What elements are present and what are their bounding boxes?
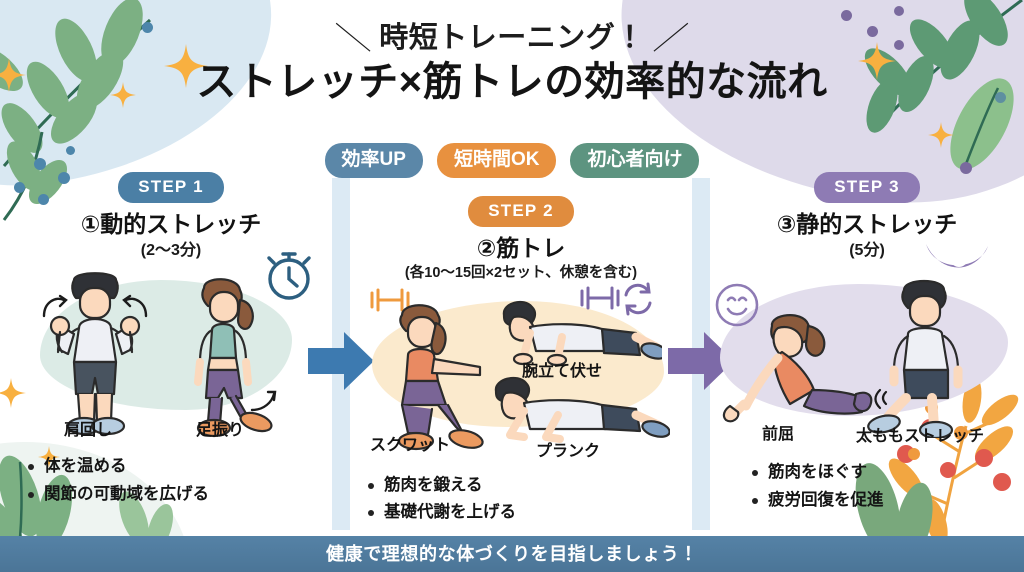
step-badge-1: STEP 1 — [118, 172, 224, 203]
figure-pushup — [502, 300, 662, 366]
step-badge-3: STEP 3 — [814, 172, 920, 203]
figure-squat — [397, 303, 484, 450]
exercise-caption-leg-swing: 足振り — [196, 422, 245, 440]
list-item: 疲労回復を促進 — [752, 490, 1024, 512]
step-bullets-1: 体を温める 関節の可動域を広げる — [10, 456, 332, 506]
step-bullets-2: 筋肉を鍛える 基礎代謝を上げる — [350, 475, 548, 525]
kicker-text: 時短トレーニング！ — [379, 22, 645, 55]
exercise-caption-pushup: 腕立て伏せ — [522, 362, 603, 380]
exercise-caption-plank: プランク — [536, 442, 601, 460]
exercise-caption-forward-fold: 前屈 — [762, 426, 795, 444]
step-title-3: ③静的ストレッチ — [776, 210, 958, 237]
exercise-caption-quad-stretch: 太ももストレッチ — [856, 428, 985, 446]
list-item: 基礎代謝を上げる — [368, 502, 548, 524]
step-bullets-3: 筋肉をほぐす 疲労回復を促進 — [710, 462, 1024, 512]
pill-efficiency: 効率UP — [324, 143, 423, 178]
pill-beginner: 初心者向け — [570, 143, 700, 178]
step-subtitle-2: (各10〜15回×2セット、休憩を含む) — [404, 265, 638, 282]
slash-left: ＼ — [333, 21, 373, 56]
step-title-1: ①動的ストレッチ — [80, 210, 262, 237]
smiley-icon — [715, 284, 759, 327]
step-illustration-2: 腕立て伏せ スクワット プランク — [350, 282, 692, 460]
figure-quad-stretch — [867, 280, 963, 439]
arrow-step1-to-step2 — [308, 332, 374, 390]
header: ＼ 時短トレーニング！ ／ ストレッチ×筋トレの効率的な流れ — [0, 21, 1024, 105]
figure-leg-swing — [194, 278, 277, 438]
pill-short-time: 短時間OK — [436, 143, 557, 178]
decor-dot-purple — [894, 6, 904, 16]
footer-banner: 健康で理想的な体づくりを目指しましょう！ — [0, 536, 1024, 572]
step-subtitle-1: (2〜3分) — [140, 242, 202, 260]
list-item: 筋肉をほぐす — [752, 462, 1024, 484]
kicker-line: ＼ 時短トレーニング！ ／ — [334, 21, 691, 56]
step-illustration-1: 肩回し 足振り — [10, 252, 332, 439]
dumbbell-icon — [370, 288, 410, 312]
feature-pill-group: 効率UP 短時間OK 初心者向け — [0, 143, 1024, 178]
relax-icon — [926, 244, 988, 268]
decor-dot-purple — [841, 10, 852, 21]
list-item: 関節の可動域を広げる — [28, 484, 332, 506]
list-item: 筋肉を鍛える — [368, 475, 548, 497]
footer-message: 健康で理想的な体づくりを目指しましょう！ — [326, 544, 698, 564]
exercise-caption-squat: スクワット — [370, 436, 451, 454]
step-badge-2: STEP 2 — [468, 196, 574, 227]
figure-plank — [494, 376, 670, 443]
arrow-step2-to-step3 — [668, 332, 734, 390]
figure-shoulder-roll — [42, 272, 148, 436]
exercise-caption-shoulder-roll: 肩回し — [64, 422, 113, 440]
step-title-2: ②筋トレ — [476, 234, 566, 261]
list-item: 体を温める — [28, 456, 332, 478]
page-title: ストレッチ×筋トレの効率的な流れ — [196, 60, 828, 105]
step-subtitle-3: (5分) — [849, 242, 885, 260]
dumbbell-icon — [580, 286, 620, 310]
figure-forward-fold — [722, 314, 873, 423]
step-column-2: STEP 2 ②筋トレ (各10〜15回×2セット、休憩を含む) — [350, 196, 692, 540]
stopwatch-icon — [267, 252, 311, 301]
step-column-3: STEP 3 ③静的ストレッチ (5分) — [710, 172, 1024, 528]
step-illustration-3: 前屈 太ももストレッチ — [710, 244, 1024, 445]
refresh-icon — [624, 282, 652, 316]
step-column-1: STEP 1 ①動的ストレッチ (2〜3分) — [10, 172, 332, 522]
slash-right: ／ — [651, 21, 691, 56]
